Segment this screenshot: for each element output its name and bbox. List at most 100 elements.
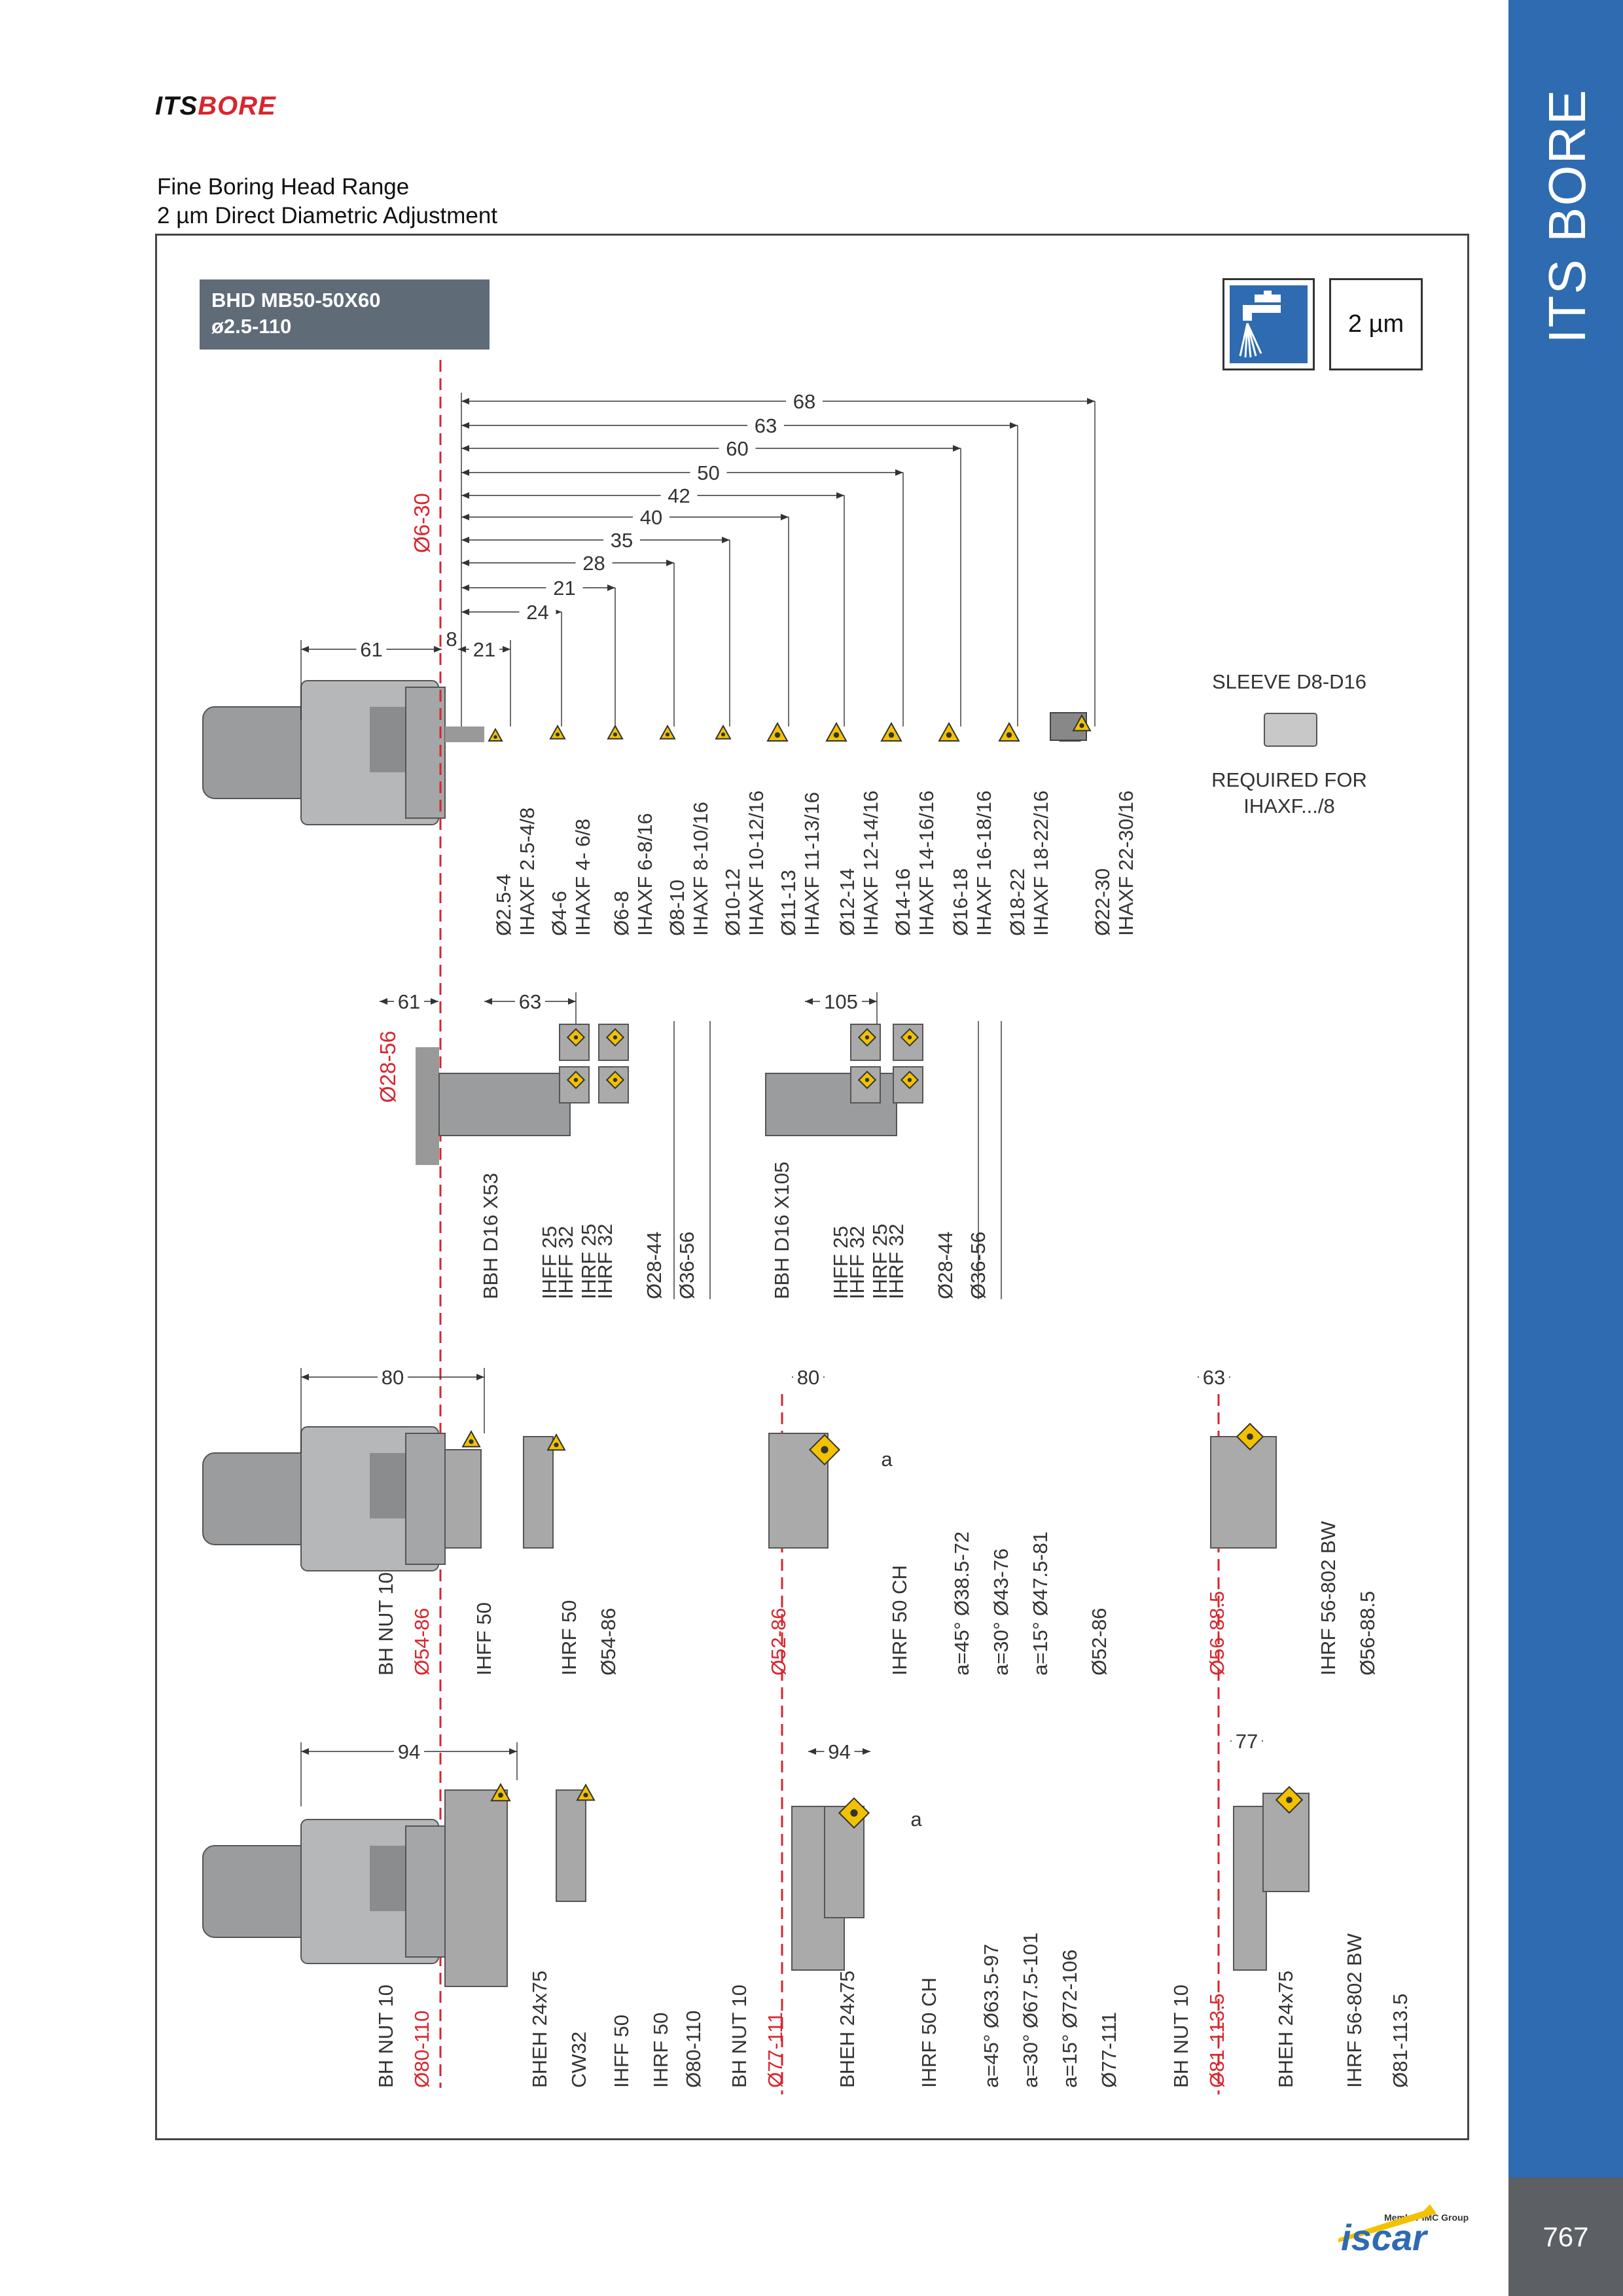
dimension-label-bg	[546, 576, 583, 598]
dimension-label: 8	[446, 628, 457, 651]
item-code-label: a=45° Ø38.5-72	[950, 1532, 973, 1676]
angle-label: a	[881, 1448, 893, 1471]
item-code-label: IHFF 50	[610, 2015, 633, 2088]
dimension-label-bg	[793, 1365, 823, 1388]
item-code-label: Ø56-88.5	[1356, 1591, 1379, 1676]
arrow-head	[461, 492, 469, 499]
item-code-label: BHEH 24x75	[528, 1971, 551, 2088]
insert-hole	[907, 1035, 912, 1040]
insert-icon	[938, 721, 960, 742]
item-code-label: IHAXF 6-8/16	[633, 813, 656, 936]
dimension-label: 42	[668, 484, 690, 507]
arrow-head	[509, 1748, 517, 1755]
boring-head-row4	[202, 1845, 315, 1938]
item-code-label: IHRF 25	[868, 1224, 891, 1299]
arrow-head	[666, 560, 674, 566]
item-code-label: a=45° Ø63.5-97	[980, 1944, 1003, 2088]
arrow-head	[1010, 422, 1018, 429]
sleeve-title: SLEEVE D8-D16	[1211, 670, 1367, 693]
insert-icon	[461, 1429, 481, 1448]
item-code-label: Ø81-113.5	[1389, 1994, 1412, 2088]
item-code-label: IHRF 32	[594, 1224, 616, 1299]
arrow-head	[461, 469, 469, 476]
item-code-label: IHRF 50 CH	[888, 1565, 911, 1676]
insert-hole	[721, 732, 726, 737]
item-code-label: Ø52-86	[767, 1608, 790, 1676]
insert-hole	[583, 1792, 588, 1798]
insert-hole	[946, 732, 952, 738]
arrow-head	[607, 584, 615, 591]
boring-head-panel	[370, 1846, 406, 1911]
insert-icon	[715, 724, 732, 740]
dimension-label: 94	[398, 1740, 420, 1763]
diameter-label: Ø14-16	[891, 869, 914, 936]
boring-head-panel	[370, 707, 406, 772]
arrow-head	[722, 537, 730, 543]
item-code-label: a=15° Ø47.5-81	[1029, 1532, 1052, 1676]
item-code-label: Ø80-110	[682, 2011, 705, 2088]
insert-icon	[546, 1433, 566, 1451]
arrow-head	[301, 646, 309, 653]
arrow-head	[461, 609, 469, 615]
insert-hole	[774, 732, 781, 738]
dimension-label-bg	[603, 528, 640, 550]
arrow-head	[476, 1374, 484, 1380]
dimension-label: 77	[1236, 1730, 1258, 1753]
extension-body	[444, 1789, 508, 1987]
item-code-label: a=30° Ø43-76	[990, 1549, 1012, 1676]
sleeve-icon	[1264, 713, 1317, 747]
item-code-label: IHFF 25	[538, 1226, 561, 1299]
item-code-label: Ø77-111	[1097, 2012, 1120, 2088]
item-code-label: BHEH 24x75	[836, 1971, 859, 2088]
dimension-label: 80	[797, 1366, 819, 1389]
iscar-logo: iscar	[1338, 2204, 1436, 2253]
boring-head-slide	[405, 687, 446, 819]
model-label: BHD MB50-50X60 ø2.5-110	[200, 279, 490, 350]
dimension-label: 68	[793, 390, 815, 413]
page-number-box	[1508, 2178, 1623, 2296]
insert-icon	[766, 721, 789, 742]
boring-bar	[438, 1073, 571, 1136]
insert-hole	[613, 1035, 618, 1040]
diameter-label: Ø18-22	[1006, 869, 1029, 936]
diameter-label: Ø22-30	[1091, 869, 1114, 936]
item-code-label: BBH D16 X105	[770, 1162, 793, 1299]
item-code-label: IHRF 50	[558, 1600, 580, 1676]
item-code-label: Ø36-56	[675, 1232, 698, 1299]
brand-logo: ITSBORE	[155, 92, 276, 120]
insert-hole	[613, 1077, 618, 1083]
item-code-label: Ø52-86	[1088, 1608, 1111, 1676]
arrow-head	[863, 1748, 870, 1755]
boring-head-row3	[202, 1452, 315, 1545]
arrow-head	[836, 492, 844, 499]
insert-hole	[573, 1077, 579, 1083]
dimension-label: 35	[611, 529, 633, 552]
item-code-label: IHRF 32	[885, 1224, 908, 1299]
dimension-label: 105	[824, 990, 858, 1013]
arrow-head	[869, 998, 877, 1005]
dimension-label: 63	[755, 414, 777, 437]
arrow-head	[461, 398, 469, 404]
side-band	[1508, 0, 1623, 2178]
arrow-head	[461, 537, 469, 543]
item-code-label: BH NUT 10	[374, 1984, 397, 2088]
dimension-label: 28	[582, 552, 605, 575]
diameter-label: Ø2.5-4	[492, 874, 515, 936]
dimension-label-bg	[519, 600, 556, 622]
item-code-label: IHAXF 16-18/16	[972, 791, 995, 936]
boring-head-slide	[405, 1825, 446, 1958]
arrow-head	[808, 1748, 816, 1755]
angle-label: a	[910, 1808, 922, 1831]
coolant-faucet-icon	[1222, 278, 1315, 370]
item-code-label: BH NUT 10	[374, 1572, 397, 1676]
arrow-head	[461, 560, 469, 566]
insert-hole	[865, 1035, 870, 1040]
item-code-label: IHAXF 12-14/16	[859, 791, 882, 936]
diameter-label: Ø12-14	[836, 869, 859, 936]
diameter-label: Ø8-10	[666, 880, 688, 936]
item-code-label: BBH D16 X53	[479, 1173, 502, 1299]
arrow-head	[781, 514, 789, 520]
item-code-label: BHEH 24x75	[1274, 1971, 1297, 2088]
insert-icon	[880, 721, 902, 742]
dimension-label: 50	[697, 461, 719, 484]
